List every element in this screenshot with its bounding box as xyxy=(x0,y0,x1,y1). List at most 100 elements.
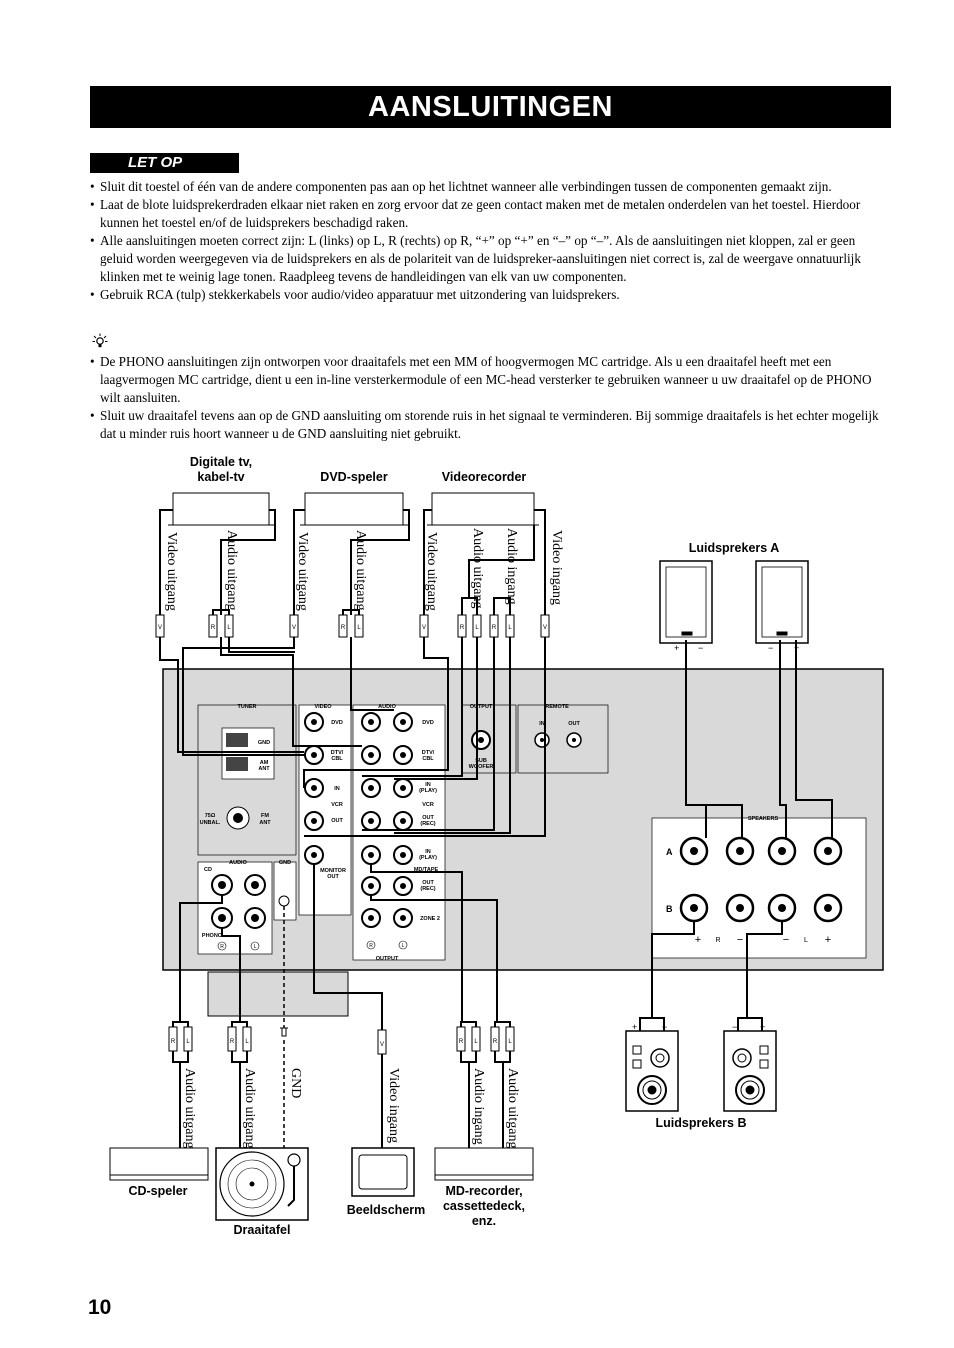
plug-label: R xyxy=(459,1039,464,1045)
device-label-cd: CD-speler xyxy=(128,1184,187,1198)
label-am-ant: ANT xyxy=(258,766,270,772)
cable-labels-top: Video uitgang Audio uitgang Video uitgan… xyxy=(164,528,564,611)
speaker-a-right xyxy=(755,560,809,644)
plug-label: R xyxy=(171,1039,176,1045)
channel-mark-r: R xyxy=(369,943,373,949)
label-in: IN xyxy=(334,786,340,792)
speaker-b-right xyxy=(723,1030,777,1112)
label-vcr: VCR xyxy=(422,802,434,808)
vcr-box xyxy=(427,492,539,526)
top-plugs: V R L V R L V R L R L V xyxy=(155,614,550,638)
cable-label-audio-out: Audio uitgang xyxy=(470,528,485,609)
list-item: De PHONO aansluitingen zijn ontworpen vo… xyxy=(90,353,890,407)
cable-label-video-out: Video uitgang xyxy=(424,532,439,611)
speaker-a-left xyxy=(659,560,713,644)
panel-cables xyxy=(159,637,833,1035)
top-cables xyxy=(159,509,546,615)
bottom-cables xyxy=(172,1051,511,1176)
device-label-cassette: cassettedeck, xyxy=(443,1199,525,1213)
label-zone2: ZONE 2 xyxy=(420,916,440,922)
speaker-b-wires xyxy=(639,1017,763,1031)
plug-label: L xyxy=(227,625,231,631)
polarity-minus: − xyxy=(698,643,703,653)
device-label-digital-tv: Digitale tv, xyxy=(190,455,252,469)
lightbulb-icon xyxy=(92,333,108,348)
cd-phono-section: AUDIO CD PHONO R L GND xyxy=(197,860,297,955)
label-row-b: B xyxy=(666,904,673,914)
channel-mark-l: L xyxy=(804,937,808,944)
label-ohm: 75Ω xyxy=(205,813,216,819)
label-fm-ant: ANT xyxy=(259,820,271,826)
label-play: (PLAY) xyxy=(419,788,437,794)
plug-label: L xyxy=(186,1039,190,1045)
label-tuner: TUNER xyxy=(238,704,257,710)
label-rec: (REC) xyxy=(420,886,435,892)
device-label-turntable: Draaitafel xyxy=(234,1223,291,1237)
bottom-plugs: R L R L V R L R L xyxy=(168,1021,515,1055)
polarity-plus: + xyxy=(695,934,701,946)
label-audio: AUDIO xyxy=(229,860,247,866)
label-video: VIDEO xyxy=(314,704,332,710)
label-output: OUTPUT xyxy=(470,704,493,710)
tips-list: De PHONO aansluitingen zijn ontworpen vo… xyxy=(90,353,890,443)
label-monitor-out: OUT xyxy=(327,874,339,880)
cable-label-video-in: Video ingang xyxy=(549,530,564,605)
turntable-image xyxy=(215,1147,309,1221)
plug-label: R xyxy=(230,1039,235,1045)
device-label-md: MD-recorder, xyxy=(445,1184,522,1198)
page-number: 10 xyxy=(88,1296,112,1319)
plug-label: V xyxy=(422,625,426,631)
plug-label: R xyxy=(492,625,497,631)
cable-label-audio-out: Audio uitgang xyxy=(224,530,239,611)
plug-label: R xyxy=(211,625,216,631)
digital-tv-box xyxy=(168,492,274,526)
device-label-speakers-b: Luidsprekers B xyxy=(655,1116,746,1130)
label-speakers: SPEAKERS xyxy=(748,816,779,822)
caution-label: LET OP xyxy=(90,153,239,173)
label-sub: SUB xyxy=(475,758,487,764)
label-vcr: VCR xyxy=(331,802,343,808)
label-remote-out: OUT xyxy=(568,721,580,727)
label-output: OUTPUT xyxy=(376,956,399,962)
polarity-plus: + xyxy=(632,1022,637,1032)
cd-player-box xyxy=(109,1147,209,1181)
list-item: Alle aansluitingen moeten correct zijn: … xyxy=(90,232,890,286)
speaker-terminals: SPEAKERS A B + R − − L + xyxy=(651,816,867,959)
channel-mark-r: R xyxy=(220,944,224,950)
polarity-minus: − xyxy=(783,934,789,946)
page-title: AANSLUITINGEN xyxy=(90,86,891,128)
plug-label: V xyxy=(543,625,547,631)
list-item: Sluit dit toestel of één van de andere c… xyxy=(90,178,890,196)
label-woofer: WOOFER xyxy=(469,764,494,770)
list-item: Gebruik RCA (tulp) stekkerkabels voor au… xyxy=(90,286,890,304)
device-label-dvd: DVD-speler xyxy=(320,470,388,484)
device-label-digital-tv: kabel-tv xyxy=(197,470,244,484)
label-dtv: DTV/ xyxy=(422,750,435,756)
plug-label: V xyxy=(380,1042,384,1048)
md-recorder-box xyxy=(434,1147,534,1181)
cable-label-video-out: Video uitgang xyxy=(164,532,179,611)
label-out: OUT xyxy=(331,818,343,824)
label-out: OUT xyxy=(422,880,434,886)
label-out: OUT xyxy=(422,815,434,821)
label-dvd: DVD xyxy=(422,720,434,726)
device-label-vcr: Videorecorder xyxy=(442,470,527,484)
polarity-minus: − xyxy=(662,1022,667,1032)
cable-label-video-in: Video ingang xyxy=(386,1068,401,1143)
cable-label-audio-out: Audio uitgang xyxy=(505,1068,520,1149)
channel-mark-l: L xyxy=(254,944,257,950)
caution-list: Sluit dit toestel of één van de andere c… xyxy=(90,178,890,304)
label-row-a: A xyxy=(666,847,673,857)
label-rec: (REC) xyxy=(420,821,435,827)
plug-label: R xyxy=(493,1039,498,1045)
label-remote: REMOTE xyxy=(545,704,569,710)
plug-label: R xyxy=(460,625,465,631)
label-in: IN xyxy=(425,849,431,855)
plug-label: L xyxy=(474,1039,478,1045)
plug-label: L xyxy=(508,625,512,631)
speaker-b-left xyxy=(625,1030,679,1112)
device-label-monitor: Beeldscherm xyxy=(347,1203,426,1217)
label-am: AM xyxy=(260,760,269,766)
plug-label: L xyxy=(357,625,361,631)
